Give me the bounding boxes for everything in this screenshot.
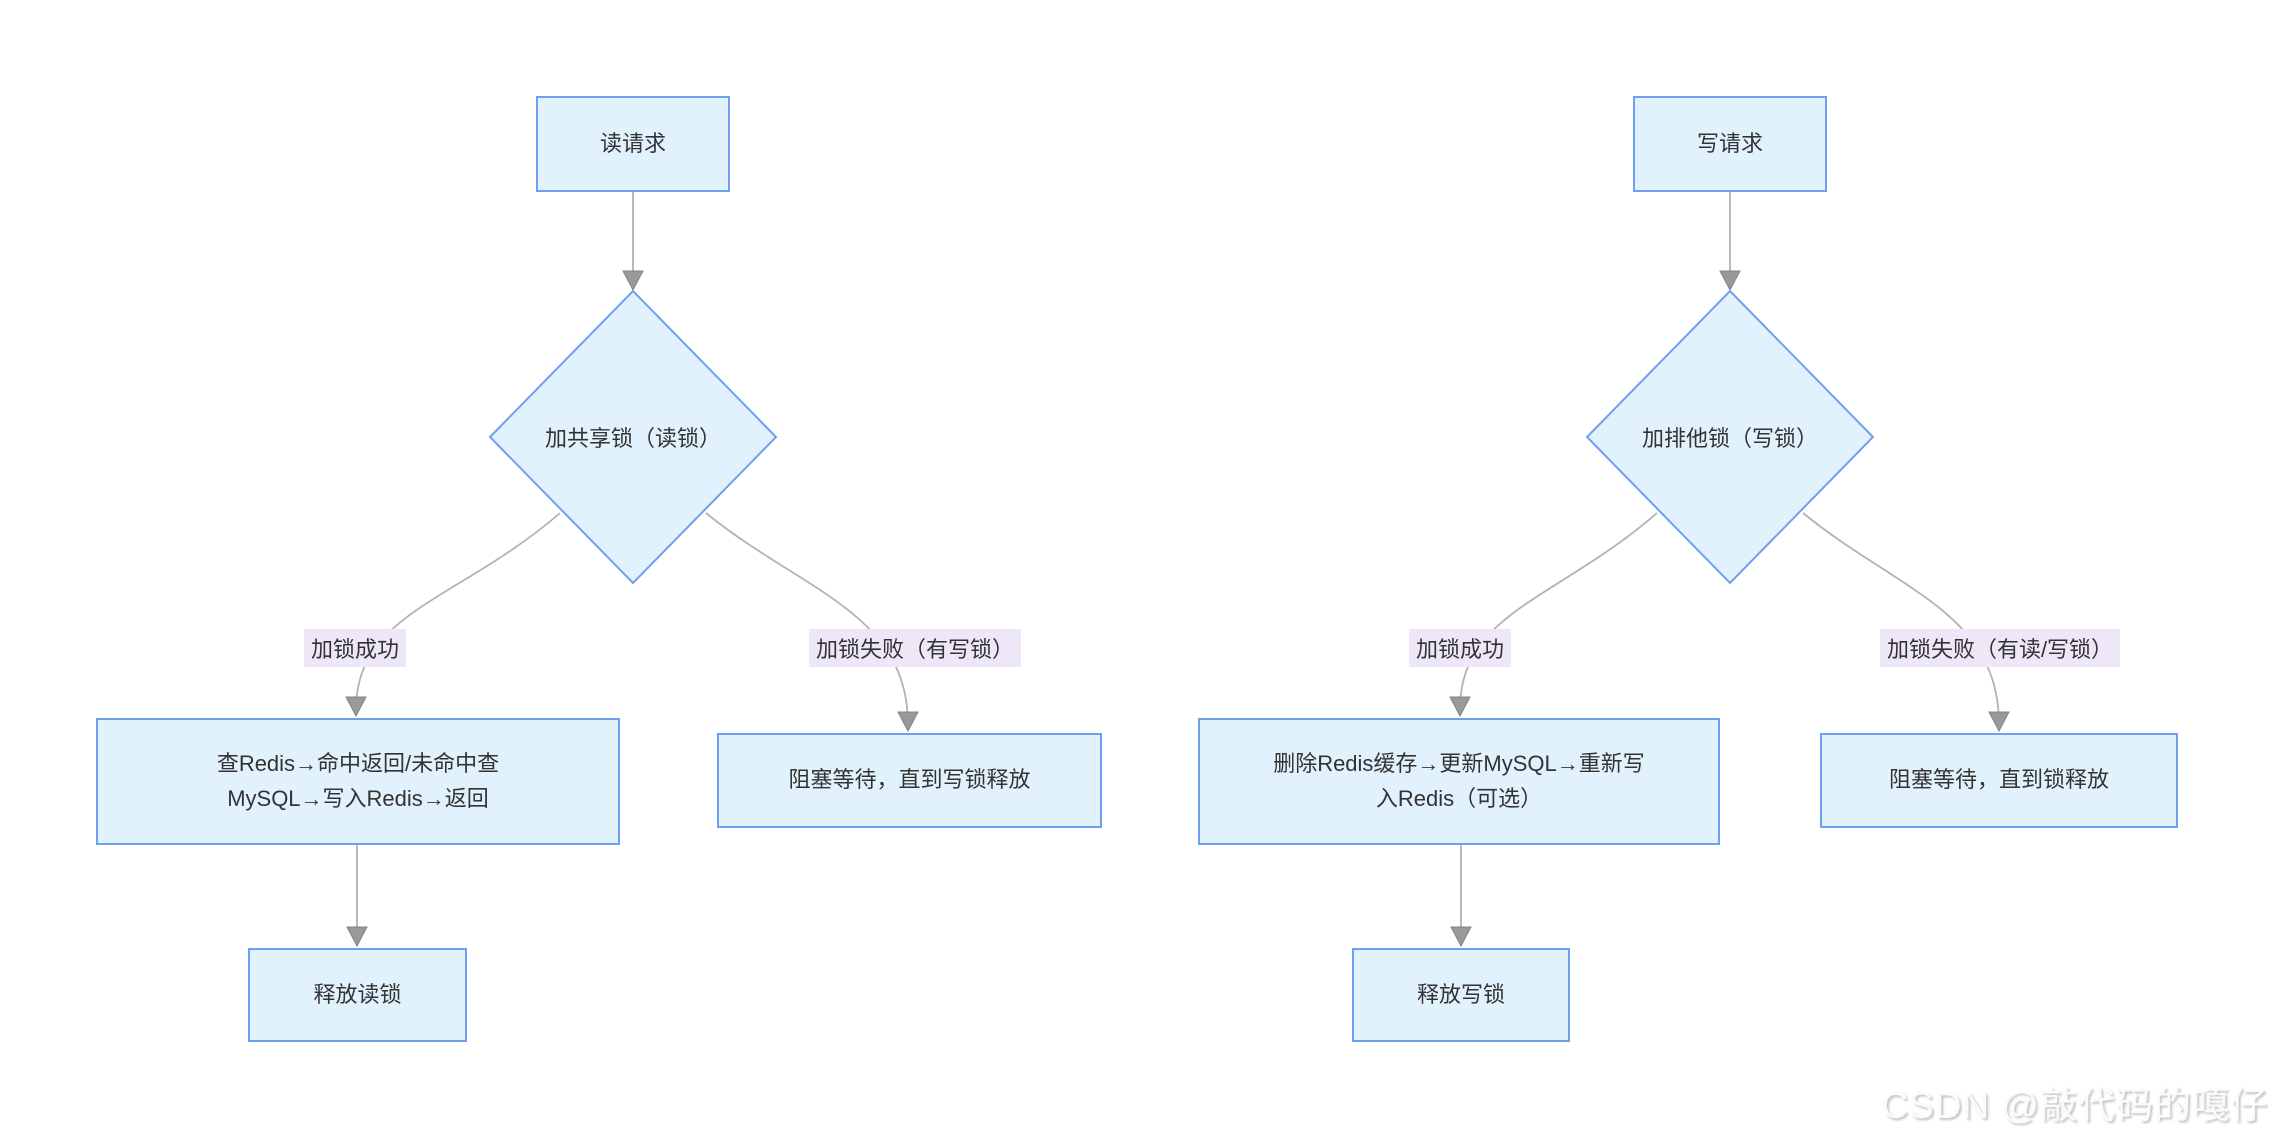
left-branch-success-label: 加锁成功 <box>303 629 407 667</box>
right-edge-fail <box>1802 512 2000 726</box>
left-edge-success <box>355 512 561 711</box>
right-release-node: 释放写锁 <box>1352 948 1570 1042</box>
left-edge-fail <box>705 512 909 726</box>
right-arrow-into-process <box>1449 696 1471 718</box>
right-arrow-into-release <box>1450 926 1472 948</box>
right-start-node: 写请求 <box>1633 96 1827 192</box>
left-process-node: 查Redis→命中返回/未命中查 MySQL→写入Redis→返回 <box>96 718 620 845</box>
right-decision-label: 加排他锁（写锁） <box>1641 426 1819 451</box>
right-arrow-into-wait <box>1988 711 2010 733</box>
left-release-node: 释放读锁 <box>248 948 467 1042</box>
right-process-node: 删除Redis缓存→更新MySQL→重新写 入Redis（可选） <box>1198 718 1720 845</box>
left-wait-node: 阻塞等待，直到写锁释放 <box>717 733 1102 828</box>
left-arrow-into-release <box>346 926 368 948</box>
right-edge-success <box>1459 512 1658 711</box>
csdn-watermark: CSDN @敲代码的嘎仔 <box>1881 1085 2268 1126</box>
left-decision-label: 加共享锁（读锁） <box>544 426 722 451</box>
right-branch-success-label: 加锁成功 <box>1408 629 1512 667</box>
left-decision-diamond <box>488 289 778 585</box>
right-wait-node: 阻塞等待，直到锁释放 <box>1820 733 2178 828</box>
right-branch-fail-label: 加锁失败（有读/写锁） <box>1879 629 2121 667</box>
right-arrow-into-decision <box>1719 270 1741 292</box>
left-arrow-into-process <box>345 696 367 718</box>
left-arrow-into-wait <box>897 711 919 733</box>
left-arrow-into-decision <box>622 270 644 292</box>
left-branch-fail-label: 加锁失败（有写锁） <box>808 629 1022 667</box>
left-start-node: 读请求 <box>536 96 730 192</box>
right-decision-diamond <box>1585 289 1875 585</box>
